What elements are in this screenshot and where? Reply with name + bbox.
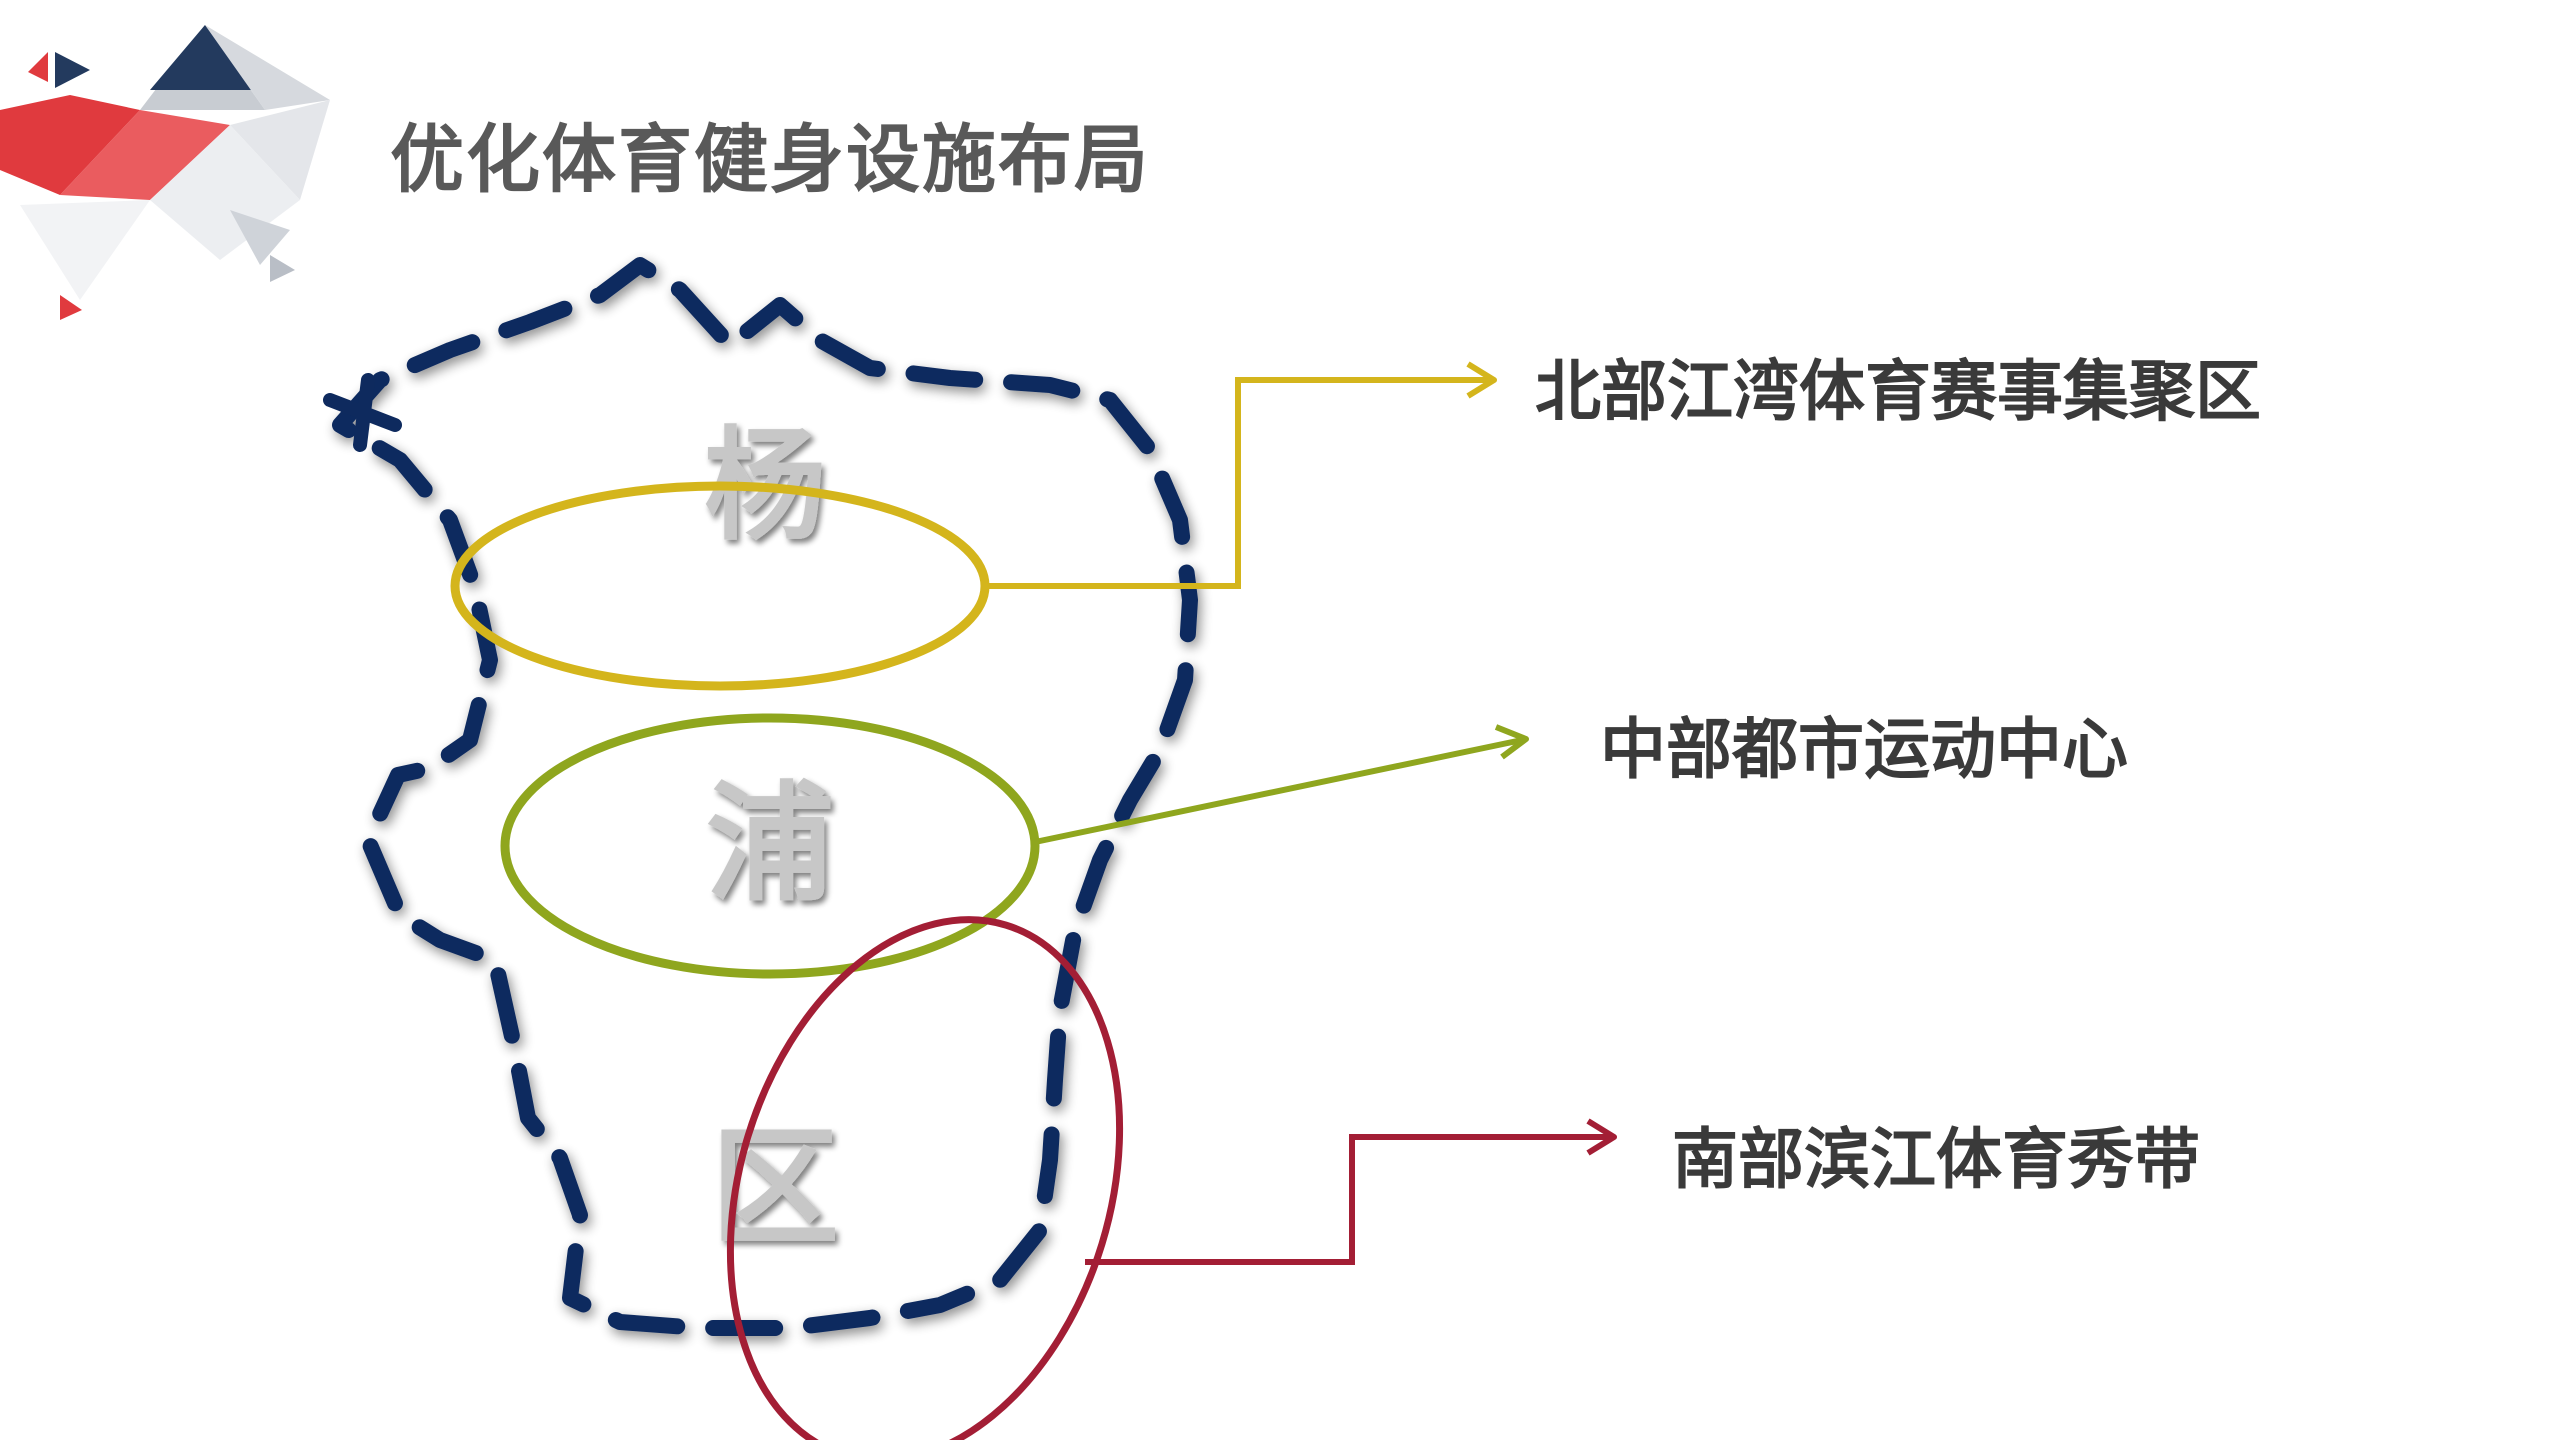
district-boundary [332, 257, 1198, 1336]
middle-zone-label: 中部都市运动中心 [1600, 711, 2128, 788]
south-zone-arrowhead [1586, 1118, 1617, 1156]
boundary-star-mark [323, 373, 402, 452]
north-zone-connector [985, 377, 1490, 589]
south-zone-connector [1085, 1134, 1610, 1265]
north-zone-arrowhead [1466, 361, 1497, 399]
district-char-2: 浦 [706, 769, 834, 919]
page-title: 优化体育健身设施布局 [390, 117, 1150, 203]
middle-zone-ellipse [500, 713, 1040, 979]
corner-decoration [0, 25, 330, 320]
middle-zone-arrowhead [1494, 724, 1529, 760]
south-zone-ellipse [726, 916, 1124, 1440]
south-zone-label: 南部滨江体育秀带 [1672, 1121, 2200, 1198]
middle-zone-connector [1034, 737, 1523, 845]
north-zone-label: 北部江湾体育赛事集聚区 [1535, 353, 2261, 430]
